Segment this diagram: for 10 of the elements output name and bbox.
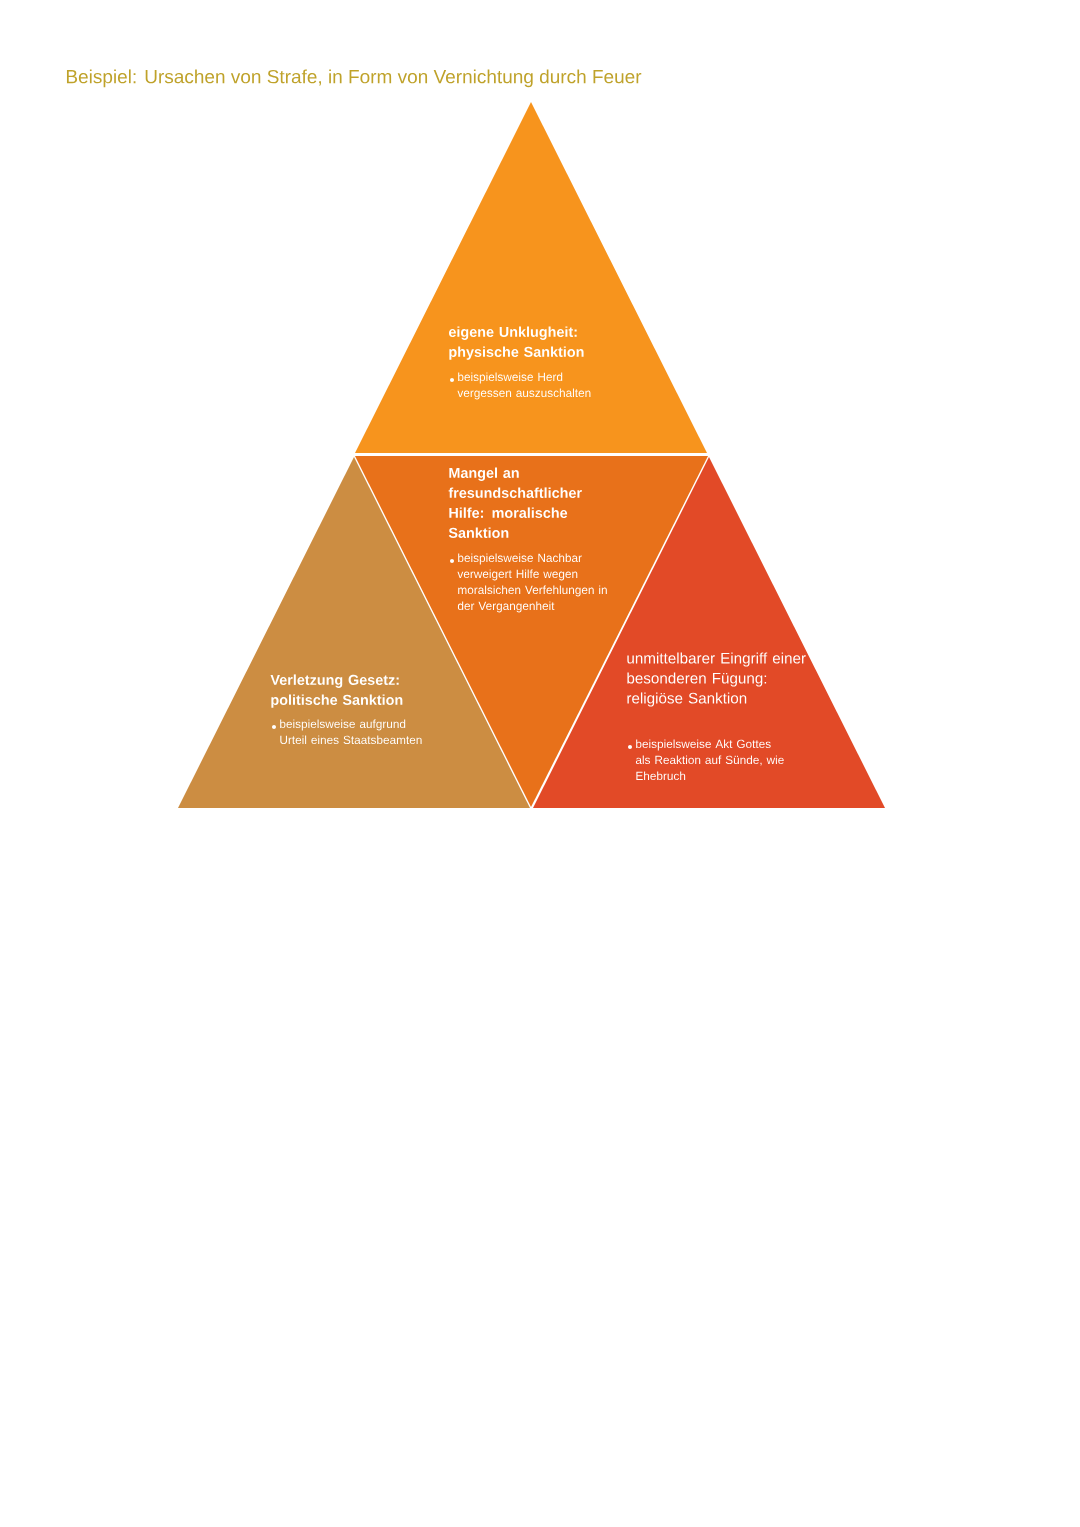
- bullet-text: beispielsweise Herd vergessen auszuschalten: [457, 372, 591, 400]
- bullet-text: beispielsweise Akt Gottes als Reaktion auf Sünde, wie Ehebruch: [635, 739, 784, 781]
- bullet-text: beispielsweise aufgrund Urteil eines Staatsbeamten: [280, 719, 422, 745]
- heading: eigene Unklugheit: physische Sanktion: [448, 326, 584, 360]
- title: Beispiel: Ursachen von Strafe, in Form von Vernichtung durch Feuer: [66, 69, 642, 88]
- heading: Mangel an fresundschaftlicher Hilfe: moralische Sanktion: [448, 467, 582, 538]
- bullet-text: beispielsweise Nachbar verweigert Hilfe wegen moralsichen Verfehlungen in der Vergangenheit: [457, 553, 607, 613]
- triangle: [355, 102, 707, 453]
- heading: unmittelbarer Eingriff einer besonderen Fügung: religiöse Sanktion: [627, 652, 806, 707]
- heading: Verletzung Gesetz: politische Sanktion: [270, 674, 403, 708]
